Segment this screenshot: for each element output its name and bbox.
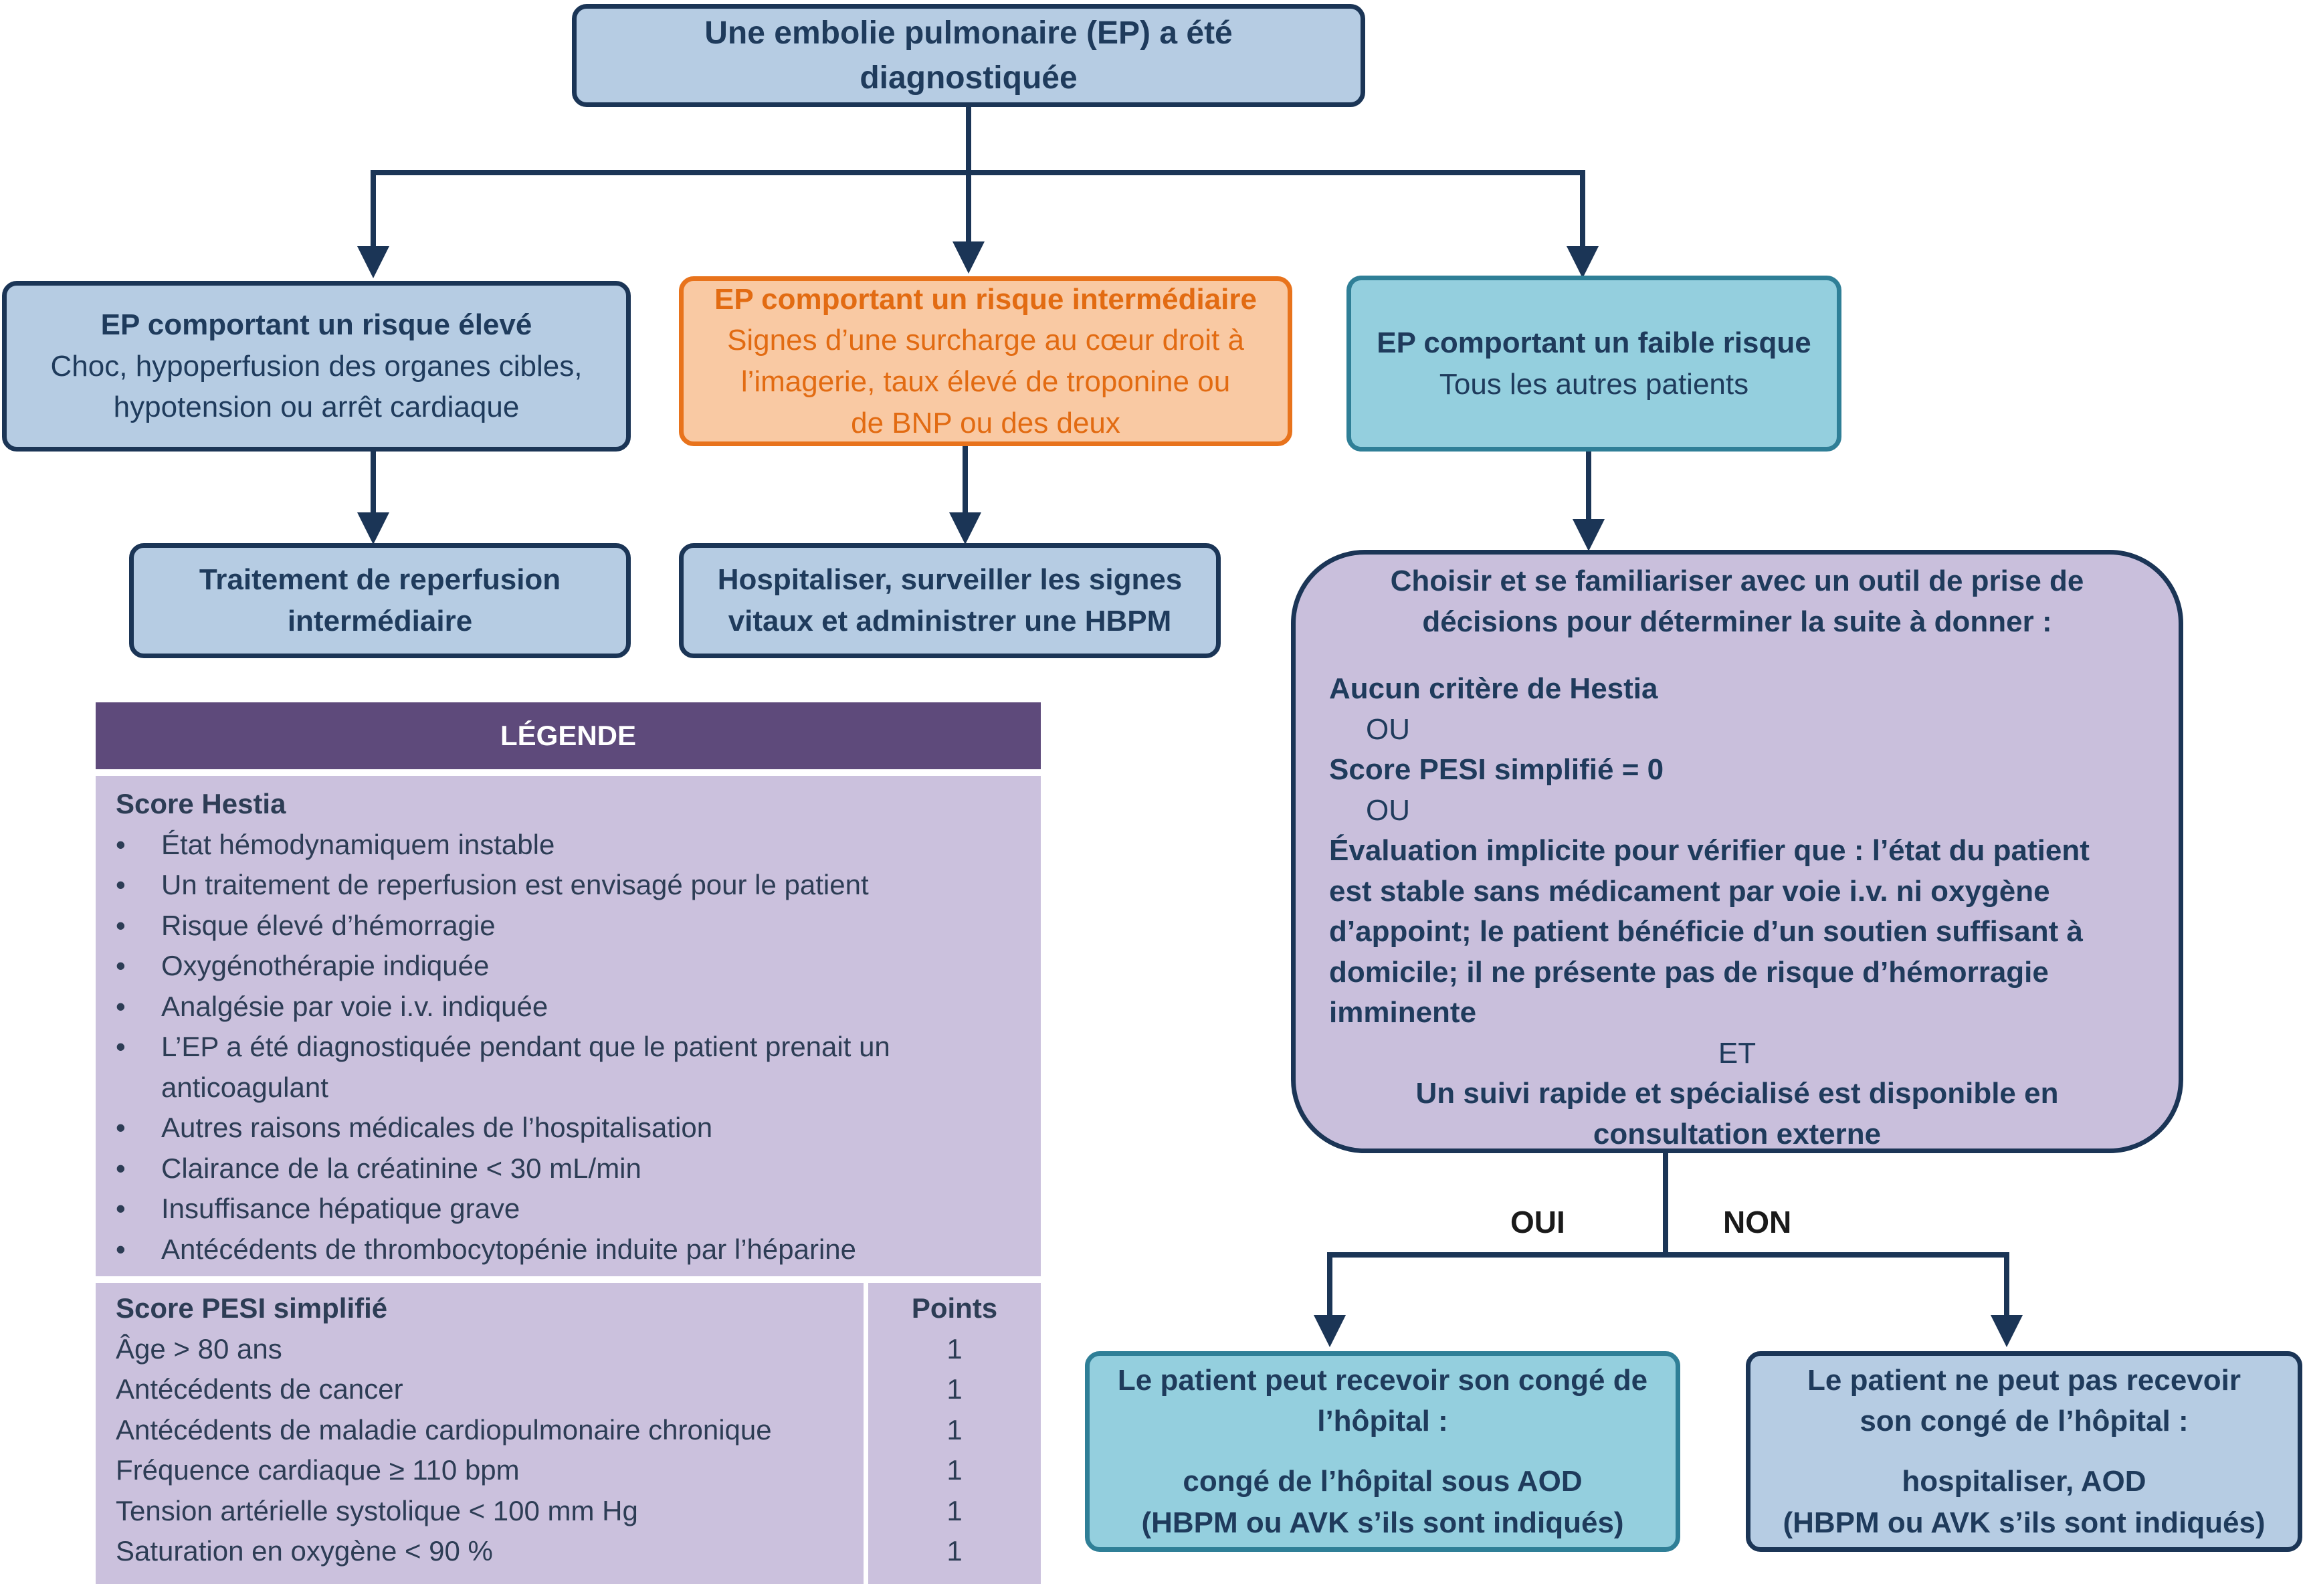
points-cell: 1 xyxy=(946,1494,963,1526)
list-item: Un traitement de reperfusion est envisag… xyxy=(116,865,1041,906)
points-cell: 1 xyxy=(946,1535,963,1567)
discharge-line4: (HBPM ou AVK s’ils sont indiqués) xyxy=(1141,1506,1624,1539)
decision-eval-line1: Évaluation implicite pour vérifier que :… xyxy=(1329,834,2090,867)
intermediate-risk-line1: Signes d’une surcharge au cœur droit à xyxy=(727,324,1244,357)
table-row: Antécédents de cancer xyxy=(116,1373,403,1405)
reperfusion-line2: intermédiaire xyxy=(287,605,473,637)
pesi-title: Score PESI simplifié xyxy=(116,1292,388,1324)
discharge-line1: Le patient peut recevoir son congé de xyxy=(1117,1363,1648,1397)
points-cell: 1 xyxy=(946,1454,963,1486)
low-risk-box: EP comportant un faible risque Tous les … xyxy=(1346,276,1841,452)
list-item: Insuffisance hépatique grave xyxy=(116,1189,1041,1229)
points-cell: 1 xyxy=(946,1332,963,1365)
list-item: L’EP a été diagnostiquée pendant que le … xyxy=(116,1027,1041,1068)
decision-follow-line2: consultation externe xyxy=(1593,1117,1882,1151)
pe-diagnosed-line2: diagnostiquée xyxy=(860,60,1078,96)
decision-or-1: OU xyxy=(1366,712,1410,746)
no-discharge-line1: Le patient ne peut pas recevoir xyxy=(1807,1363,2241,1397)
legend-hestia-section: Score Hestia État hémodynamiquem instabl… xyxy=(96,776,1041,1276)
list-item: Clairance de la créatinine < 30 mL/min xyxy=(116,1149,1041,1189)
decision-and: ET xyxy=(1718,1036,1757,1070)
pe-diagnosed-box: Une embolie pulmonaire (EP) a été diagno… xyxy=(572,4,1365,107)
hospitalize-line1: Hospitaliser, surveiller les signes xyxy=(717,563,1183,597)
table-row: Tension artérielle systolique < 100 mm H… xyxy=(116,1494,638,1526)
no-label: NON xyxy=(1723,1205,1792,1239)
decision-eval-line5: imminente xyxy=(1329,996,1477,1029)
hospitalize-box: Hospitaliser, surveiller les signes vita… xyxy=(679,543,1221,658)
no-discharge-line4: (HBPM ou AVK s’ils sont indiqués) xyxy=(1783,1506,2266,1539)
high-risk-line1: Choc, hypoperfusion des organes cibles, xyxy=(50,349,583,383)
table-row: Âge > 80 ans xyxy=(116,1332,282,1365)
intermediate-risk-line3: de BNP ou des deux xyxy=(851,406,1120,439)
points-cell: 1 xyxy=(946,1413,963,1445)
decision-or-2: OU xyxy=(1366,793,1410,827)
legend-pesi-points: Points 1 1 1 1 1 1 xyxy=(868,1283,1041,1584)
reperfusion-line1: Traitement de reperfusion xyxy=(199,563,561,597)
decision-title-line1: Choisir et se familiariser avec un outil… xyxy=(1390,565,2084,597)
no-discharge-line2: son congé de l’hôpital : xyxy=(1860,1405,2189,1438)
decision-tool-box: Choisir et se familiariser avec un outil… xyxy=(1291,550,2183,1153)
list-item: Antécédents de thrombocytopénie induite … xyxy=(116,1229,1041,1270)
intermediate-risk-box: EP comportant un risque intermédiaire Si… xyxy=(679,276,1292,446)
legend-header: LÉGENDE xyxy=(96,702,1041,769)
discharge-box: Le patient peut recevoir son congé de l’… xyxy=(1085,1351,1680,1552)
points-cell: 1 xyxy=(946,1373,963,1405)
table-row: Antécédents de maladie cardiopulmonaire … xyxy=(116,1413,772,1445)
list-item-continuation: anticoagulant xyxy=(161,1071,328,1103)
high-risk-box: EP comportant un risque élevé Choc, hypo… xyxy=(2,281,631,452)
decision-hestia-criterion: Aucun critère de Hestia xyxy=(1329,672,1658,705)
high-risk-line2: hypotension ou arrêt cardiaque xyxy=(113,391,520,424)
intermediate-risk-title: EP comportant un risque intermédiaire xyxy=(714,282,1257,316)
decision-follow-line1: Un suivi rapide et spécialisé est dispon… xyxy=(1415,1077,2059,1110)
decision-eval-line4: domicile; il ne présente pas de risque d… xyxy=(1329,955,2049,989)
list-item: Risque élevé d’hémorragie xyxy=(116,906,1041,946)
discharge-line2: l’hôpital : xyxy=(1317,1405,1448,1438)
decision-tool-content: Choisir et se familiariser avec un outil… xyxy=(1296,555,2179,1151)
hestia-list: État hémodynamiquem instable Un traiteme… xyxy=(116,825,1041,1270)
intermediate-risk-line2: l’imagerie, taux élevé de troponine ou xyxy=(740,365,1231,398)
decision-pesi-criterion: Score PESI simplifié = 0 xyxy=(1329,753,1664,786)
list-item: Oxygénothérapie indiquée xyxy=(116,946,1041,987)
decision-eval-line2: est stable sans médicament par voie i.v.… xyxy=(1329,874,2050,908)
hospitalize-line2: vitaux et administrer une HBPM xyxy=(728,605,1172,637)
list-item: Analgésie par voie i.v. indiquée xyxy=(116,987,1041,1027)
decision-eval-line3: d’appoint; le patient bénéficie d’un sou… xyxy=(1329,915,2083,948)
hestia-title: Score Hestia xyxy=(116,788,286,819)
high-risk-title: EP comportant un risque élevé xyxy=(100,308,532,342)
discharge-line3: congé de l’hôpital sous AOD xyxy=(1183,1465,1583,1498)
low-risk-line1: Tous les autres patients xyxy=(1439,367,1749,401)
yes-label: OUI xyxy=(1510,1205,1565,1239)
no-discharge-line3: hospitaliser, AOD xyxy=(1902,1465,2146,1498)
decision-title-line2: décisions pour déterminer la suite à don… xyxy=(1422,605,2052,638)
no-discharge-box: Le patient ne peut pas recevoir son cong… xyxy=(1746,1351,2302,1552)
points-title: Points xyxy=(911,1292,998,1324)
table-row: Fréquence cardiaque ≥ 110 bpm xyxy=(116,1454,520,1486)
reperfusion-box: Traitement de reperfusion intermédiaire xyxy=(129,543,631,658)
low-risk-title: EP comportant un faible risque xyxy=(1377,326,1811,359)
legend-pesi-criteria: Score PESI simplifié Âge > 80 ans Antécé… xyxy=(96,1283,864,1584)
table-row: Saturation en oxygène < 90 % xyxy=(116,1535,493,1567)
list-item: Autres raisons médicales de l’hospitalis… xyxy=(116,1108,1041,1149)
pe-diagnosed-line1: Une embolie pulmonaire (EP) a été xyxy=(704,15,1233,51)
list-item: État hémodynamiquem instable xyxy=(116,825,1041,866)
